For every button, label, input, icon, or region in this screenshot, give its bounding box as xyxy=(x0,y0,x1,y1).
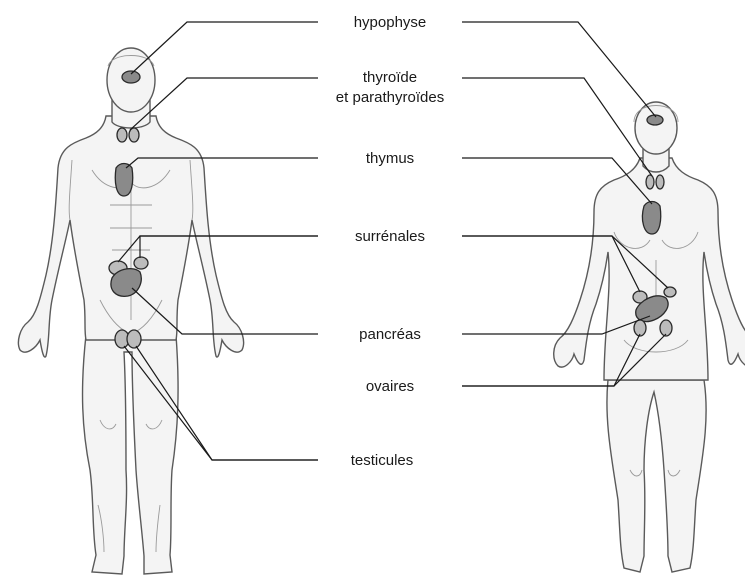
label-thyroide: thyroïde xyxy=(363,69,417,86)
label-testicules: testicules xyxy=(351,452,414,469)
female-ovaire-right xyxy=(660,320,672,336)
female-thyroid-left xyxy=(646,175,654,189)
label-ovaires: ovaires xyxy=(366,378,414,395)
female-thymus xyxy=(642,202,660,235)
label-surrenales: surrénales xyxy=(355,228,425,245)
female-thyroid-right xyxy=(656,175,664,189)
male-testicule-right xyxy=(127,330,141,348)
male-thymus xyxy=(115,164,132,197)
label-pancreas: pancréas xyxy=(359,326,421,343)
male-thyroid-left xyxy=(117,128,127,142)
label-thymus: thymus xyxy=(366,150,414,167)
female-surrenale-right xyxy=(664,287,676,297)
labels: hypophyse thyroïde et parathyroïdes thym… xyxy=(336,14,444,469)
female-ovaire-left xyxy=(634,320,646,336)
label-parathyroides: et parathyroïdes xyxy=(336,89,444,106)
male-surrenale-right xyxy=(134,257,148,269)
male-figure xyxy=(18,48,243,574)
male-hypophyse xyxy=(122,71,140,83)
label-hypophyse: hypophyse xyxy=(354,14,427,31)
